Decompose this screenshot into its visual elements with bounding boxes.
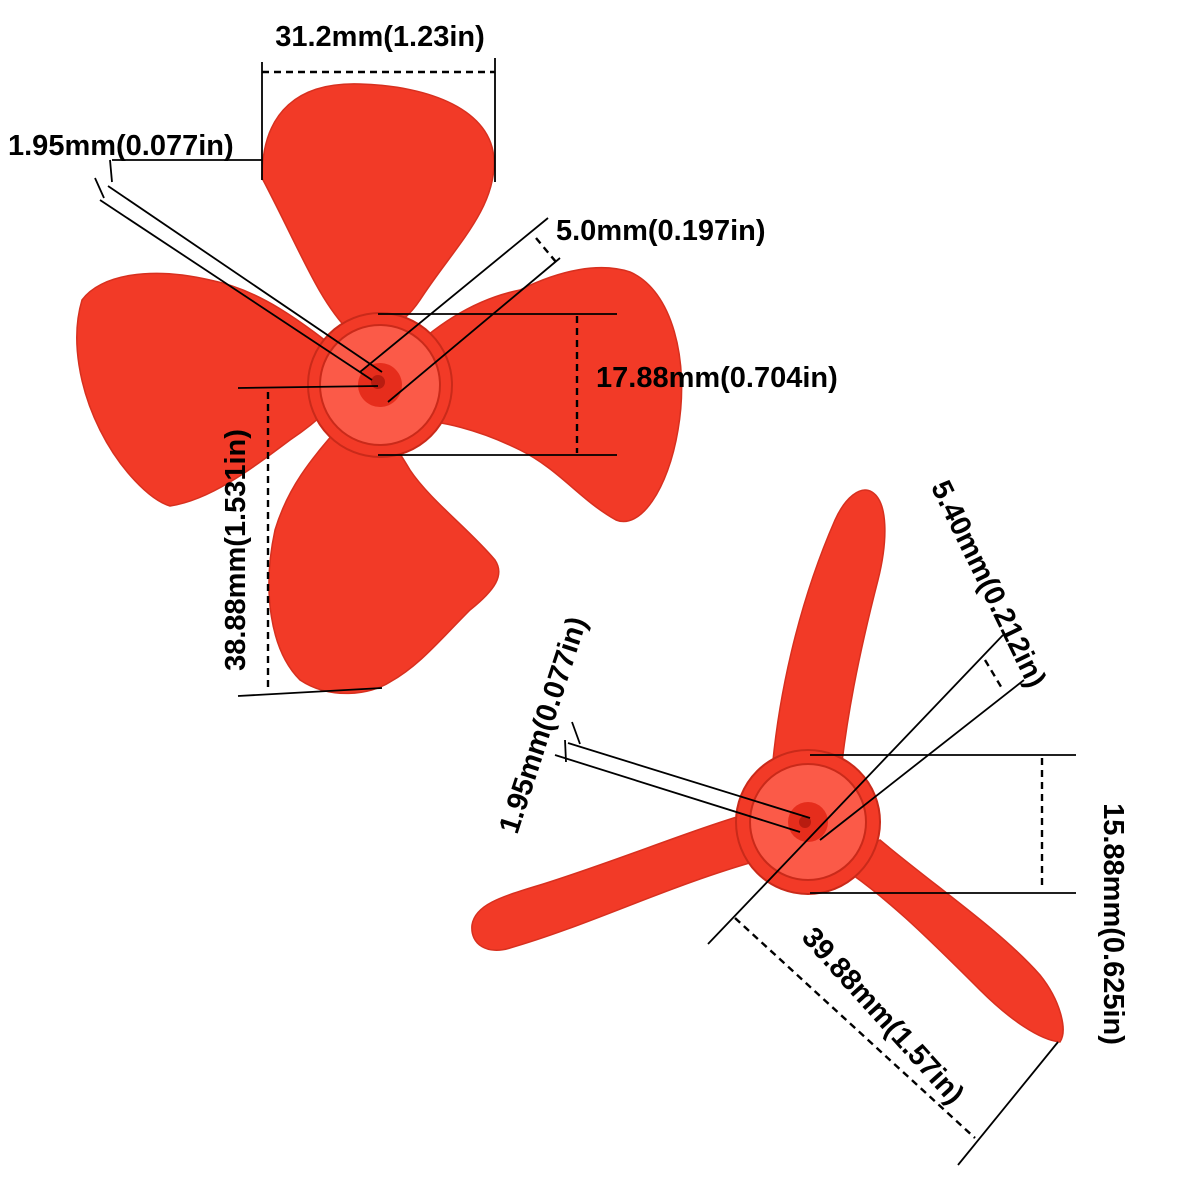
three-blade-shaft-hole — [799, 816, 811, 828]
four-blade-right-blade — [399, 266, 683, 523]
three-blade-right-blade — [828, 839, 1064, 1043]
four-blade-length-label: 38.88mm(1.531in) — [220, 429, 252, 671]
length-dimension-line-3 — [734, 917, 976, 1139]
shaft-leader-3a — [554, 754, 801, 833]
hub-inner-dimension-line-3 — [983, 659, 1005, 691]
hub-inner-leader-b — [387, 257, 561, 403]
three-blade-left-blade — [471, 809, 761, 951]
length-top-extension-line — [237, 385, 379, 389]
hub-inner-dimension-line — [535, 237, 557, 263]
shaft-tick-a — [94, 177, 105, 199]
four-blade-hub-diameter-label: 17.88mm(0.704in) — [596, 362, 838, 394]
four-blade-width-label: 31.2mm(1.23in) — [275, 21, 485, 53]
four-blade-top-blade — [261, 83, 495, 336]
hub-inner-leader-a — [359, 217, 549, 373]
three-blade-hub-inner-label: 5.40mm(0.212in) — [924, 476, 1052, 693]
shaft-leader-3b — [567, 742, 811, 819]
three-blade-propeller — [471, 489, 1064, 1043]
four-blade-propeller — [76, 83, 683, 695]
four-blade-hub-inner-label: 5.0mm(0.197in) — [556, 215, 766, 247]
three-blade-dimension-lines — [554, 634, 1076, 1166]
four-blade-shaft-hole-label: 1.95mm(0.077in) — [8, 130, 234, 162]
shaft-tick-3a — [564, 739, 567, 763]
shaft-leader-line-a — [99, 199, 373, 381]
shaft-tick-3b — [571, 721, 581, 745]
length-extension-line-3 — [957, 1041, 1059, 1166]
shaft-leader-line-b — [107, 185, 383, 373]
hub-inner-leader-3b — [819, 679, 1025, 841]
three-blade-shaft-hole-label: 1.95mm(0.077in) — [493, 613, 593, 838]
length-bottom-extension-line — [237, 687, 383, 697]
shaft-tick-b — [109, 159, 113, 183]
hub-inner-leader-3a — [707, 634, 1004, 945]
three-blade-hub-diameter-label: 15.88mm(0.625in) — [1097, 803, 1129, 1045]
four-blade-left-blade — [76, 272, 351, 507]
four-blade-dimension-lines — [94, 58, 617, 697]
three-blade-top-blade — [769, 489, 886, 801]
four-blade-bottom-blade — [268, 419, 500, 695]
